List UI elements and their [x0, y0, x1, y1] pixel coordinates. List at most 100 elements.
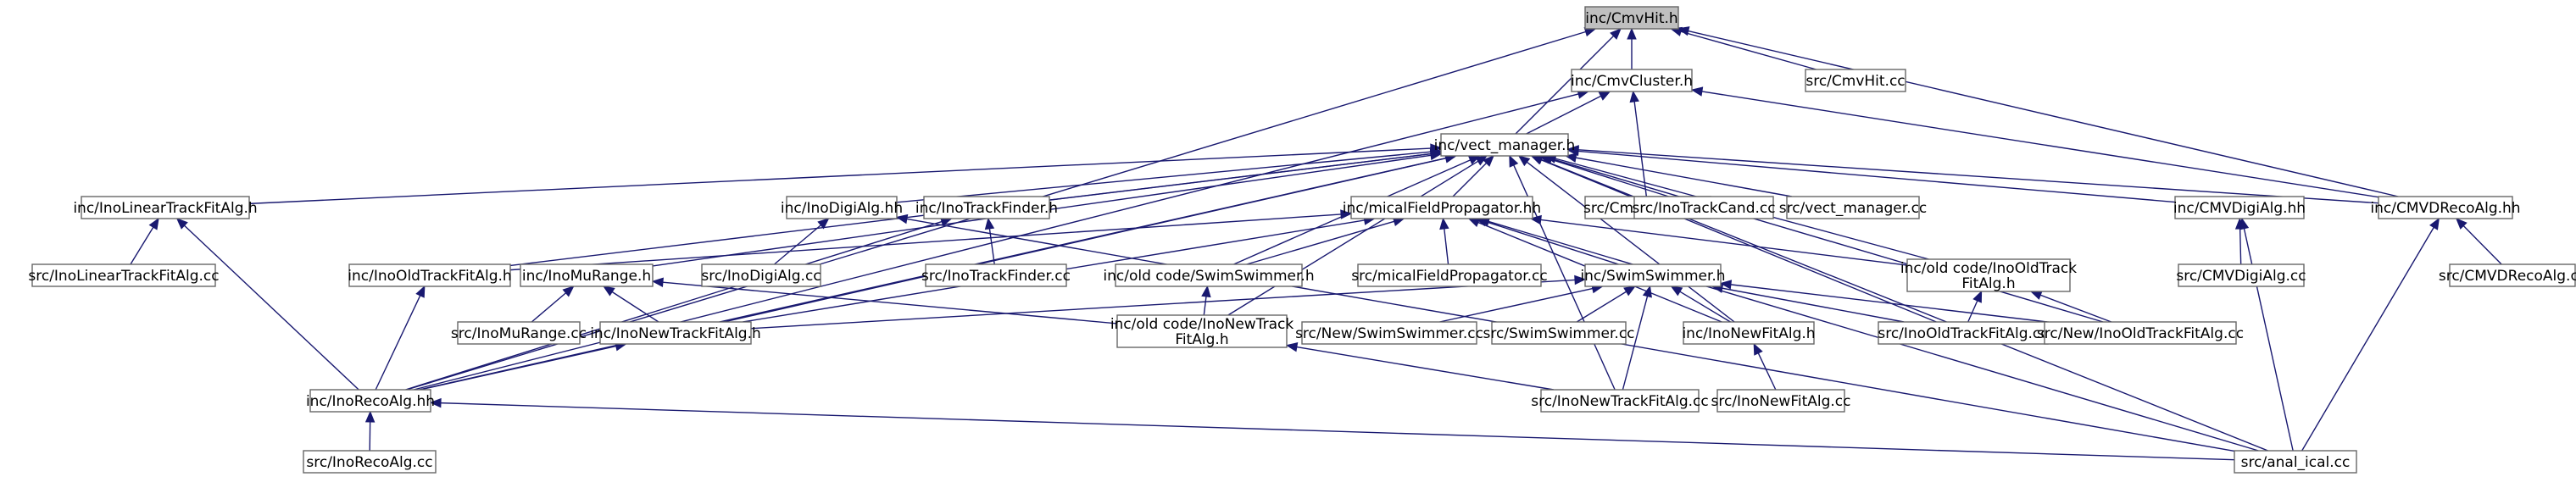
- edge-line: [1488, 220, 2259, 452]
- node-label: src/New/SwimSwimmer.cc: [1295, 325, 1483, 342]
- file-node-n8[interactable]: inc/InoTrackFinder.h: [915, 196, 1058, 219]
- file-node-n24[interactable]: src/InoMuRange.cc: [451, 321, 587, 345]
- node-label: inc/InoDigiAlg.hh: [781, 200, 903, 217]
- node-label: inc/InoMuRange.h: [522, 268, 651, 285]
- node-label: inc/vect_manager.h: [1434, 137, 1576, 154]
- node-box: [1571, 69, 1693, 92]
- node-label: src/InoTrackCand.cc: [1632, 200, 1775, 217]
- node-box: [1301, 321, 1477, 345]
- file-node-n34[interactable]: src/InoNewFitAlg.cc: [1711, 389, 1851, 413]
- file-node-n14[interactable]: inc/InoOldTrackFitAlg.h: [348, 263, 512, 287]
- edge-line: [988, 228, 995, 265]
- file-node-n21[interactable]: inc/old code/InoOldTrackFitAlg.h: [1900, 258, 2077, 292]
- edge-n5-n1: [1690, 86, 2379, 198]
- file-node-n31[interactable]: src/New/InoOldTrackFitAlg.cc: [2037, 321, 2244, 345]
- node-box: [303, 450, 437, 474]
- edge-n32-n1: [414, 89, 1590, 391]
- node-label: src/micalFieldPropagator.cc: [1351, 268, 1548, 285]
- edge-line: [1526, 161, 1735, 323]
- arrowhead: [562, 286, 575, 297]
- file-node-n10[interactable]: src/InoTrackCand.cc: [1632, 196, 1776, 219]
- node-box: [923, 196, 1050, 219]
- node-label: src/InoNewFitAlg.cc: [1711, 393, 1851, 410]
- node-label: FitAlg.h: [1175, 331, 1228, 348]
- file-node-n33[interactable]: src/InoNewTrackFitAlg.cc: [1531, 389, 1709, 413]
- file-node-n0[interactable]: inc/CmvHit.h: [1584, 6, 1679, 30]
- node-box: [1491, 321, 1627, 345]
- arrowhead: [1429, 150, 1443, 161]
- file-node-n9[interactable]: inc/micalFieldPropagator.hh: [1343, 196, 1541, 219]
- node-box: [925, 263, 1067, 287]
- file-node-n11[interactable]: src/vect_manager.cc: [1779, 196, 1928, 219]
- edge-line: [1633, 101, 1648, 197]
- edge-line: [1679, 291, 1731, 323]
- file-node-n20[interactable]: inc/SwimSwimmer.h: [1580, 263, 1726, 287]
- edge-n4-n1: [1629, 90, 1648, 197]
- file-node-n1[interactable]: inc/CmvCluster.h: [1571, 69, 1693, 92]
- node-box: [1584, 6, 1679, 30]
- edge-n32-n14: [375, 285, 426, 391]
- node-label: src/New/InoOldTrackFitAlg.cc: [2037, 325, 2244, 342]
- edge-line: [2239, 228, 2242, 265]
- edge-n26-n3: [1227, 155, 1488, 316]
- file-node-n28[interactable]: src/SwimSwimmer.cc: [1483, 321, 1635, 345]
- edge-line: [2301, 226, 2434, 452]
- edge-n36-n12: [2239, 217, 2294, 452]
- edge-n14-n9: [509, 209, 1353, 271]
- file-node-n22[interactable]: src/CMVDigiAlg.cc: [2176, 263, 2306, 287]
- node-box: [1683, 321, 1815, 345]
- file-node-n32[interactable]: inc/InoRecoAlg.hh: [306, 389, 435, 413]
- node-label: inc/InoNewFitAlg.h: [1682, 325, 1815, 342]
- edge-line: [1577, 149, 2379, 204]
- file-node-n36[interactable]: src/anal_ical.cc: [2234, 450, 2357, 474]
- edge-line: [1577, 150, 2176, 203]
- arrowhead: [1670, 286, 1683, 297]
- edge-n21-n9: [1529, 214, 1908, 266]
- edge-line: [440, 402, 2235, 461]
- file-node-n5[interactable]: inc/CMVDRecoAlg.hh: [2370, 196, 2521, 219]
- edge-line: [662, 281, 1118, 324]
- edge-n34-n29: [1753, 342, 1777, 391]
- file-node-n25[interactable]: inc/InoNewTrackFitAlg.h: [590, 321, 761, 345]
- file-node-n13[interactable]: src/InoLinearTrackFitAlg.cc: [28, 263, 220, 287]
- file-node-n29[interactable]: inc/InoNewFitAlg.h: [1682, 321, 1816, 345]
- node-box: [599, 321, 752, 345]
- file-node-n6[interactable]: inc/InoLinearTrackFitAlg.h: [73, 196, 258, 219]
- edge-line: [1722, 287, 1905, 323]
- file-node-n16[interactable]: src/InoDigiAlg.cc: [701, 263, 821, 287]
- edge-n3-n0: [1515, 28, 1622, 135]
- file-node-n27[interactable]: src/New/SwimSwimmer.cc: [1295, 321, 1483, 345]
- edge-n7-n3: [896, 147, 1443, 203]
- file-node-n35[interactable]: src/InoRecoAlg.cc: [303, 450, 437, 474]
- edge-line: [1444, 228, 1449, 265]
- edge-n36-n5: [2301, 217, 2440, 452]
- file-node-n15[interactable]: inc/InoMuRange.h: [520, 263, 654, 287]
- edge-n25-n20: [750, 274, 1587, 330]
- edge-n29-n20: [1670, 286, 1731, 323]
- edge-line: [1526, 95, 1601, 135]
- file-node-n3[interactable]: inc/vect_manager.h: [1434, 133, 1576, 157]
- arrowhead: [1340, 209, 1353, 219]
- file-node-n19[interactable]: src/micalFieldPropagator.cc: [1351, 263, 1548, 287]
- file-node-n2[interactable]: src/CmvHit.cc: [1805, 69, 1906, 92]
- edge-n33-n26: [1285, 342, 1554, 391]
- file-node-n23[interactable]: src/CMVDRecoAlg.cc: [2439, 263, 2576, 287]
- file-node-n17[interactable]: src/InoTrackFinder.cc: [921, 263, 1071, 287]
- arrowhead: [1677, 26, 1690, 36]
- arrowhead: [1201, 285, 1211, 298]
- arrowhead: [1475, 155, 1488, 166]
- edge-n30-n21: [1967, 290, 1983, 323]
- file-node-n26[interactable]: inc/old code/InoNewTrackFitAlg.h: [1110, 314, 1294, 348]
- file-node-n30[interactable]: src/InoOldTrackFitAlg.cc: [1878, 321, 2049, 345]
- arrowhead: [1610, 28, 1622, 40]
- node-box: [309, 389, 431, 413]
- file-node-n12[interactable]: inc/CMVDigiAlg.hh: [2173, 196, 2306, 219]
- file-node-n18[interactable]: inc/old code/SwimSwimmer.h: [1103, 263, 1315, 287]
- edge-line: [1757, 352, 1777, 391]
- arrowhead: [148, 217, 159, 230]
- edge-line: [611, 291, 659, 323]
- node-label: inc/InoNewTrackFitAlg.h: [590, 325, 761, 342]
- file-node-n7[interactable]: inc/InoDigiAlg.hh: [781, 196, 903, 219]
- edge-n29-n3: [1517, 155, 1735, 323]
- edge-line: [1575, 157, 1792, 197]
